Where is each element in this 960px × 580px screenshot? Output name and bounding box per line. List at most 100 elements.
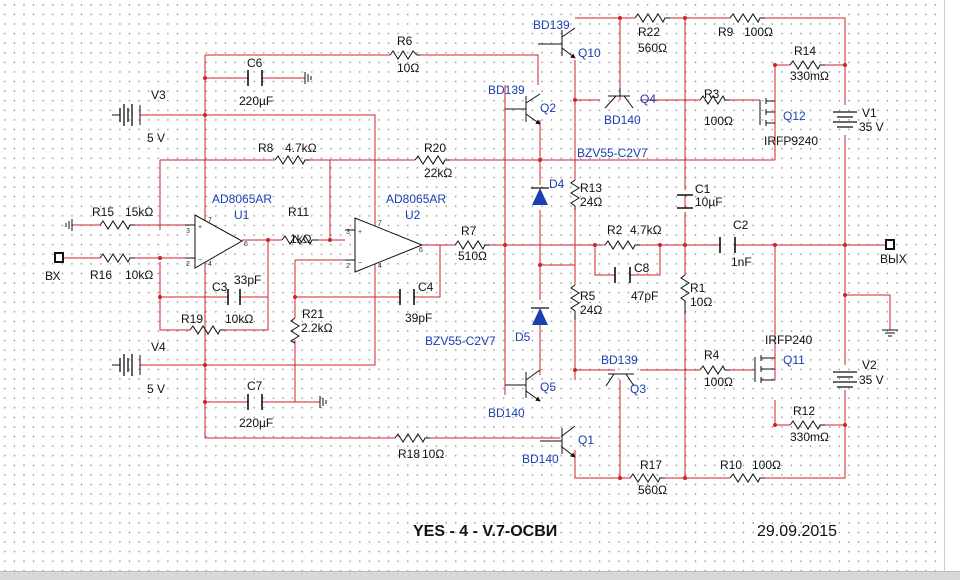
u2-model-label: AD8065AR: [386, 192, 446, 206]
svg-text:2: 2: [346, 263, 350, 270]
r12-value-label: 330mΩ: [790, 430, 829, 444]
q11-ref-label: Q11: [783, 353, 805, 367]
r9-ref-label: R9: [718, 25, 734, 39]
q2-model-label: BD139: [488, 83, 525, 97]
zener-diode-symbols: [531, 187, 549, 325]
c3-value-label: 33pF: [234, 273, 261, 287]
u1-model-label: AD8065AR: [212, 192, 272, 206]
c8-value-label: 47pF: [631, 289, 658, 303]
svg-text:6: 6: [419, 247, 423, 254]
r6-value-label: 10Ω: [397, 61, 419, 75]
q12-model-label: IRFP9240: [764, 134, 818, 148]
r14-ref-label: R14: [794, 44, 816, 58]
r1-ref-label: R1: [690, 281, 706, 295]
q4-ref-label: Q4: [640, 92, 656, 106]
c8-ref-label: C8: [634, 261, 650, 275]
schematic-date: 29.09.2015: [757, 523, 837, 540]
c2-ref-label: C2: [733, 218, 749, 232]
v1-value-label: 35 V: [859, 120, 884, 134]
d5-model-label: BZV55-C2V7: [425, 334, 496, 348]
d4-model-label: BZV55-C2V7: [577, 146, 648, 160]
q2-ref-label: Q2: [540, 101, 556, 115]
svg-text:3: 3: [186, 228, 190, 235]
bjt-symbols: [505, 27, 635, 457]
r1-value-label: 10Ω: [690, 295, 712, 309]
svg-text:4: 4: [378, 263, 382, 270]
q1-model-label: BD140: [522, 452, 559, 466]
u2-ref-label: U2: [405, 208, 421, 222]
d4-ref-label: D4: [549, 177, 565, 191]
r15-ref-label: R15: [92, 205, 114, 219]
r22-value-label: 560Ω: [638, 41, 667, 55]
q3-model-label: BD139: [601, 353, 638, 367]
q11-model-label: IRFP240: [765, 333, 813, 347]
c2-value-label: 1nF: [731, 255, 752, 269]
r17-ref-label: R17: [640, 458, 662, 472]
right-edge-panel: [944, 0, 960, 571]
c4-value-label: 39pF: [405, 311, 432, 325]
r7-ref-label: R7: [461, 224, 477, 238]
r17-value-label: 560Ω: [638, 483, 667, 497]
q5-model-label: BD140: [488, 406, 525, 420]
q12-ref-label: Q12: [783, 109, 806, 123]
r3-ref-label: R3: [704, 87, 720, 101]
q4-model-label: BD140: [604, 113, 641, 127]
mosfet-symbols: [754, 98, 775, 383]
r3-value-label: 100Ω: [704, 114, 733, 128]
svg-text:+: +: [358, 229, 362, 236]
r12-ref-label: R12: [793, 404, 815, 418]
opamp-u2-symbol: + − 3 2 7 4 6: [346, 217, 424, 273]
svg-text:−: −: [358, 260, 362, 267]
svg-text:6: 6: [244, 241, 248, 248]
c4-ref-label: C4: [418, 280, 434, 294]
r4-value-label: 100Ω: [704, 375, 733, 389]
r16-value-label: 10kΩ: [125, 268, 153, 282]
v3-ref-label: V3: [151, 88, 166, 102]
v4-ref-label: V4: [151, 340, 166, 354]
c7-ref-label: C7: [247, 379, 263, 393]
c7-value-label: 220µF: [239, 416, 273, 430]
r16-ref-label: R16: [90, 268, 112, 282]
q10-ref-label: Q10: [578, 46, 601, 60]
resistor-symbols: [99, 13, 825, 484]
svg-text:3: 3: [346, 229, 350, 236]
schematic-title: YES - 4 - V.7-ОСВИ: [413, 523, 557, 540]
r19-ref-label: R19: [181, 312, 203, 326]
r11-ref-label: R11: [288, 205, 309, 219]
capacitor-symbols: [227, 70, 736, 410]
u1-ref-label: U1: [234, 208, 250, 222]
r11-value-label: 1kΩ: [290, 232, 312, 246]
svg-text:2: 2: [186, 261, 190, 268]
svg-text:−: −: [198, 257, 202, 264]
v3-value-label: 5 V: [147, 131, 165, 145]
svg-text:7: 7: [208, 217, 212, 224]
r19-value-label: 10kΩ: [225, 312, 253, 326]
r20-ref-label: R20: [424, 141, 446, 155]
r21-value-label: 2.2kΩ: [301, 321, 333, 335]
ground-symbols: [65, 72, 898, 408]
v4-value-label: 5 V: [147, 382, 165, 396]
r10-ref-label: R10: [720, 458, 742, 472]
q1-ref-label: Q1: [578, 433, 594, 447]
wire-network: [62, 17, 891, 479]
r9-value-label: 100Ω: [744, 25, 773, 39]
r7-value-label: 510Ω: [458, 249, 487, 263]
r8-value-label: 4.7kΩ: [285, 141, 317, 155]
r14-value-label: 330mΩ: [790, 69, 829, 83]
r4-ref-label: R4: [704, 348, 720, 362]
r5-ref-label: R5: [580, 289, 596, 303]
r2-ref-label: R2: [607, 223, 623, 237]
r2-value-label: 4.7kΩ: [630, 223, 662, 237]
pin-wires: [185, 224, 355, 261]
v2-ref-label: V2: [862, 358, 877, 372]
svg-text:7: 7: [378, 220, 382, 227]
r18-value-label: 10Ω: [422, 447, 444, 461]
input-port-label: ВХ: [45, 269, 60, 283]
junction-dots: [158, 16, 847, 480]
horizontal-scrollbar[interactable]: [0, 571, 960, 580]
r10-value-label: 100Ω: [752, 458, 781, 472]
c6-value-label: 220µF: [239, 94, 273, 108]
io-connectors: [54, 239, 895, 263]
